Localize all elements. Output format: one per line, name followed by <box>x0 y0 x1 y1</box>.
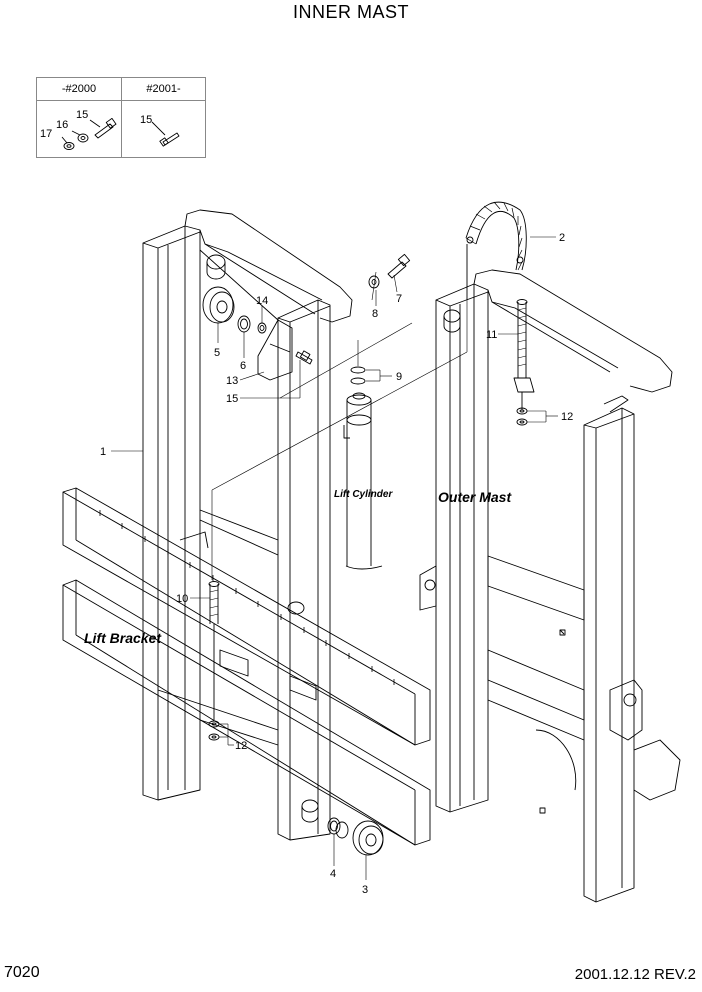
table-callout-17: 17 <box>40 128 52 140</box>
callout-10: 10 <box>176 593 188 605</box>
version-table: -#2000 #2001- <box>36 77 206 158</box>
callout-13: 13 <box>226 375 238 387</box>
callout-leaders <box>111 236 558 880</box>
bolt-7 <box>387 253 411 279</box>
callout-12-outer: 12 <box>561 411 573 423</box>
bolt-15 <box>295 350 313 365</box>
revision-date: 2001.12.12 REV.2 <box>574 966 696 983</box>
version-header-old: -#2000 <box>37 78 121 101</box>
page-number: 7020 <box>4 964 40 981</box>
roller-3 <box>352 820 384 856</box>
roller-5 <box>202 286 235 324</box>
callout-14: 14 <box>256 295 268 307</box>
washer-14 <box>257 322 267 334</box>
label-lift-bracket: Lift Bracket <box>84 630 162 646</box>
label-outer-mast: Outer Mast <box>438 489 512 505</box>
shim-4 <box>327 817 349 839</box>
lift-bracket <box>62 487 431 846</box>
callout-15: 15 <box>226 393 238 405</box>
assembly-lines <box>211 271 468 580</box>
table-callout-15-old: 15 <box>76 109 88 121</box>
label-lift-cylinder: Lift Cylinder <box>334 489 393 500</box>
bracket-chain-anchor <box>208 581 220 720</box>
callout-6: 6 <box>240 360 246 372</box>
version-column-old: -#2000 <box>37 78 121 157</box>
chain-anchor-bolt <box>513 299 535 410</box>
callout-7: 7 <box>396 293 402 305</box>
callout-2: 2 <box>559 232 565 244</box>
callout-3: 3 <box>362 884 368 896</box>
lift-chain <box>465 201 527 300</box>
inner-mast <box>142 209 353 841</box>
page-title: INNER MAST <box>292 2 409 22</box>
outer-mast <box>419 269 681 903</box>
table-callout-16: 16 <box>56 119 68 131</box>
callout-numbers: 1 2 3 4 5 6 7 8 9 10 11 12 12 13 14 15 1… <box>40 109 573 896</box>
table-divider <box>121 78 122 157</box>
version-column-new: #2001- <box>122 78 205 157</box>
nuts-12 <box>208 407 528 741</box>
version-header-new: #2001- <box>122 78 205 101</box>
callout-8: 8 <box>372 308 378 320</box>
lift-cylinder <box>343 392 383 570</box>
version-table-parts <box>61 117 180 150</box>
callout-5: 5 <box>214 347 220 359</box>
table-callout-15-new: 15 <box>140 114 152 126</box>
stopper-bracket-13 <box>257 319 293 381</box>
shims-9 <box>350 366 366 385</box>
callout-4: 4 <box>330 868 336 880</box>
callout-12-bracket: 12 <box>235 740 247 752</box>
callout-1: 1 <box>100 446 106 458</box>
shim-6 <box>237 315 251 333</box>
callout-11: 11 <box>486 329 497 341</box>
callout-9: 9 <box>396 371 402 383</box>
